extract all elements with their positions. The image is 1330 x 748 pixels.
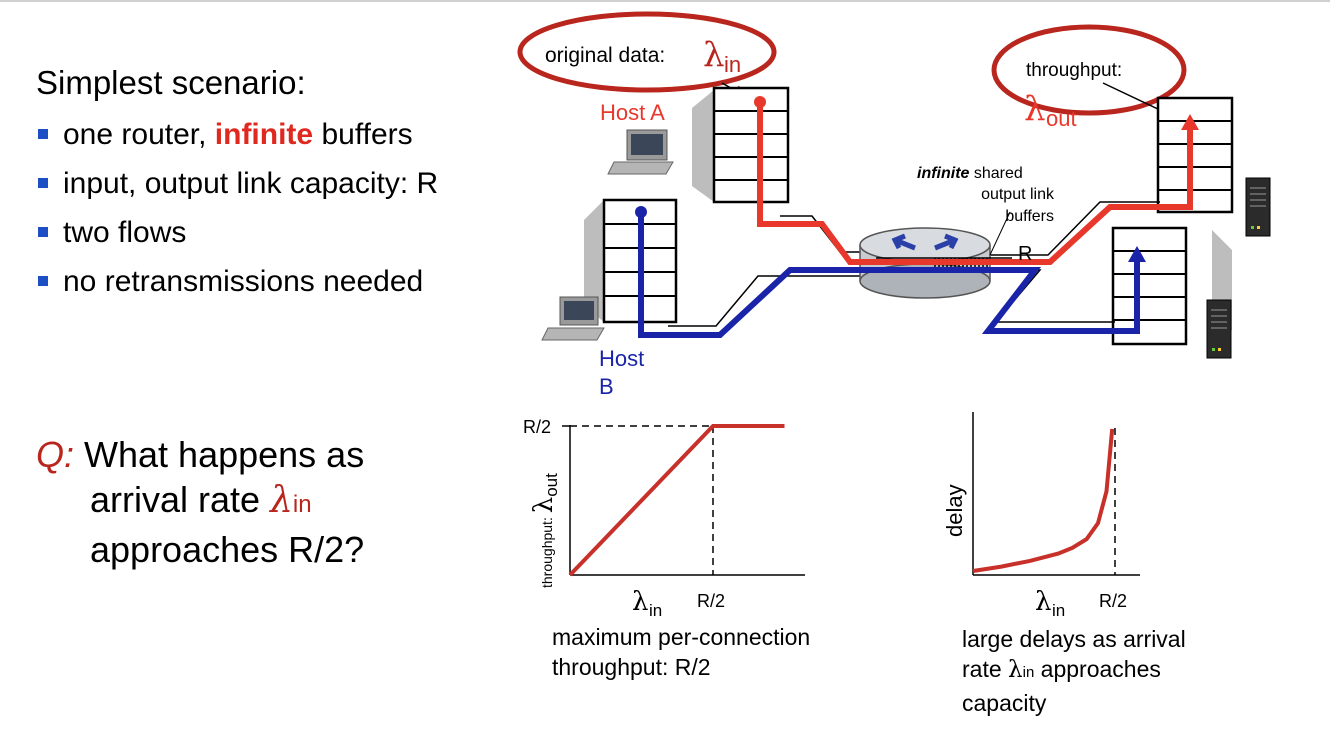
- x-axis-label: λ: [632, 587, 648, 617]
- y-axis-label: throughput: λout: [529, 473, 561, 588]
- x-tick-label: R/2: [1099, 591, 1127, 611]
- svg-text:throughput:: throughput:: [1026, 60, 1122, 81]
- x-tick-label: R/2: [697, 591, 725, 611]
- host-b-label: Host: [599, 346, 644, 371]
- bullet-item: no retransmissions needed: [36, 257, 438, 306]
- question-text: Q: What happens as arrival rate λin appr…: [36, 434, 365, 570]
- bullet-item: one router, infinite buffers: [36, 110, 438, 159]
- flow-a-path: [757, 102, 1193, 265]
- host-a-label: Host A: [600, 100, 665, 125]
- y-axis-label: delay: [942, 484, 967, 537]
- svg-text:out: out: [1046, 106, 1077, 131]
- server-icon: [1245, 177, 1271, 237]
- throughput-line: [568, 424, 785, 577]
- svg-text:in: in: [649, 601, 662, 620]
- x-axis-label: λ: [1035, 587, 1051, 617]
- top-border: [0, 0, 1330, 2]
- svg-text:throughput: λout: throughput: λout: [529, 473, 561, 588]
- y-tick-label: R/2: [523, 417, 551, 437]
- throughput-chart: R/2 R/2 λ in throughput: λout: [523, 417, 805, 620]
- throughput-caption: maximum per-connection throughput: R/2: [552, 624, 811, 680]
- svg-text:buffers: buffers: [1005, 208, 1054, 225]
- svg-text:B: B: [599, 374, 614, 399]
- lambda-in-symbol: λ: [270, 480, 293, 521]
- bullet-item: two flows: [36, 208, 438, 257]
- svg-text:in: in: [1052, 601, 1065, 620]
- scenario-bullets: one router, infinite buffers input, outp…: [36, 110, 438, 306]
- buffer-receiver-b: [1111, 226, 1188, 346]
- delay-curve: [972, 428, 1115, 573]
- flow-a-arrowhead: [1181, 114, 1199, 130]
- server-icon: [1206, 299, 1232, 359]
- bullet-item: input, output link capacity: R: [36, 159, 438, 208]
- svg-text:λ: λ: [703, 35, 725, 75]
- infinite-highlight: infinite: [214, 118, 314, 151]
- computer-icon: [607, 129, 674, 175]
- svg-text:λ: λ: [1024, 89, 1046, 129]
- svg-text:in: in: [724, 52, 741, 77]
- question-prefix: Q:: [36, 434, 75, 475]
- svg-text:original data:: original data:: [545, 44, 665, 67]
- slide-title: Simplest scenario:: [36, 64, 306, 101]
- router-note: infinite shared: [917, 165, 1023, 182]
- flow-b-path: [638, 212, 1140, 338]
- svg-text:output link: output link: [981, 186, 1055, 203]
- link-capacity-label: R: [1018, 243, 1032, 265]
- callout-throughput: [991, 24, 1187, 116]
- callout-original-data: [517, 11, 777, 93]
- computer-icon: [541, 296, 605, 341]
- buffer-host-a: [712, 86, 790, 204]
- flow-b-arrowhead: [1128, 246, 1146, 262]
- delay-chart: R/2 λ in delay: [942, 412, 1140, 620]
- buffer-receiver-a: [1156, 96, 1234, 214]
- delay-caption: large delays as arrival rate λin approac…: [962, 626, 1186, 716]
